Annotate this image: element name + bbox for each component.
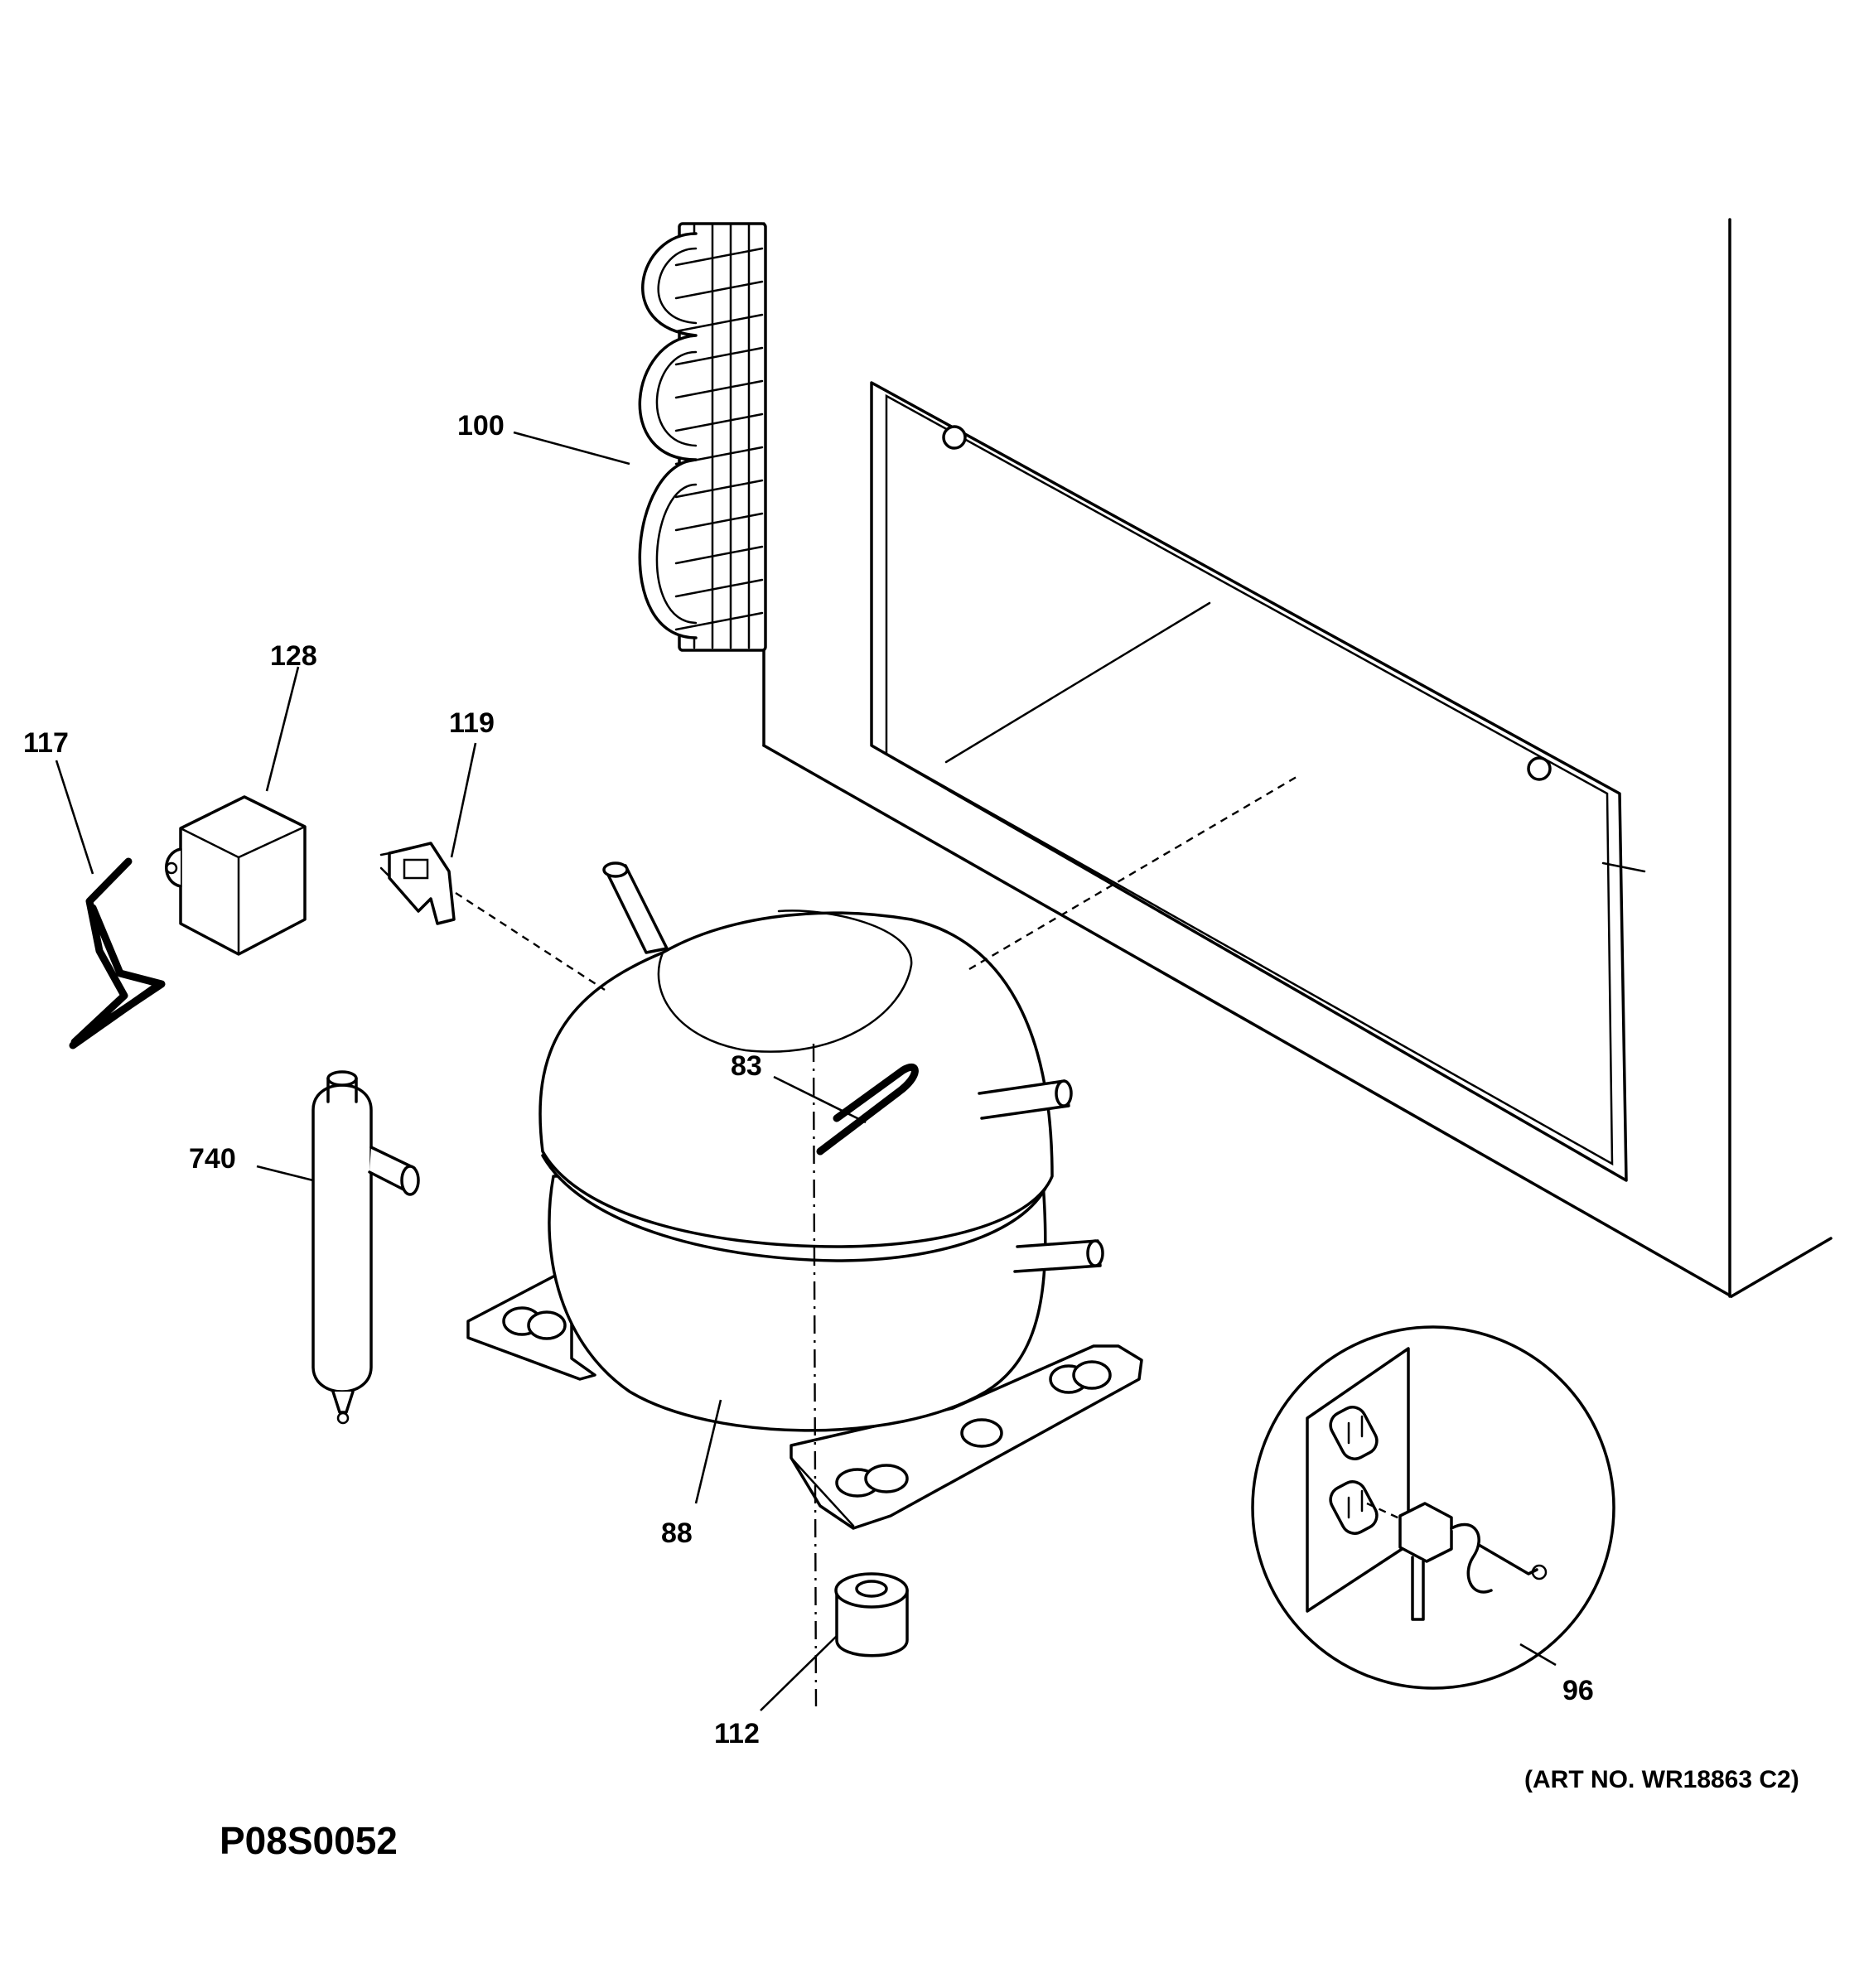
compressor-centerline	[812, 1043, 818, 1707]
callout-condenser: 100	[457, 410, 505, 442]
callout-wire-harness: 117	[23, 727, 69, 759]
refrigerator-cabinet	[762, 218, 1833, 1298]
wire-clip	[816, 1063, 919, 1156]
condenser-coil	[638, 222, 767, 652]
compressor	[466, 861, 1143, 1530]
overload-protector	[379, 842, 456, 925]
power-cord-inset	[1251, 1325, 1615, 1690]
callout-clip: 83	[731, 1050, 762, 1082]
relay-cover	[165, 795, 307, 956]
wire-harness	[69, 857, 166, 1049]
mounting-grommet	[834, 1572, 909, 1657]
callout-relay-cover: 128	[270, 640, 317, 672]
callout-grommet: 112	[714, 1718, 760, 1749]
overload-to-compressor-line	[455, 891, 606, 992]
compressor-to-cabinet-line	[968, 773, 1301, 971]
callout-compressor: 88	[661, 1518, 693, 1549]
figure-id: P08S0052	[220, 1819, 398, 1862]
callout-overload: 119	[449, 707, 495, 739]
callout-drier: 740	[189, 1143, 236, 1175]
drier	[311, 1070, 420, 1425]
callout-power-cord: 96	[1562, 1675, 1594, 1706]
art-number: (ART NO. WR18863 C2)	[1524, 1766, 1799, 1793]
leader-lines	[55, 431, 1557, 1711]
